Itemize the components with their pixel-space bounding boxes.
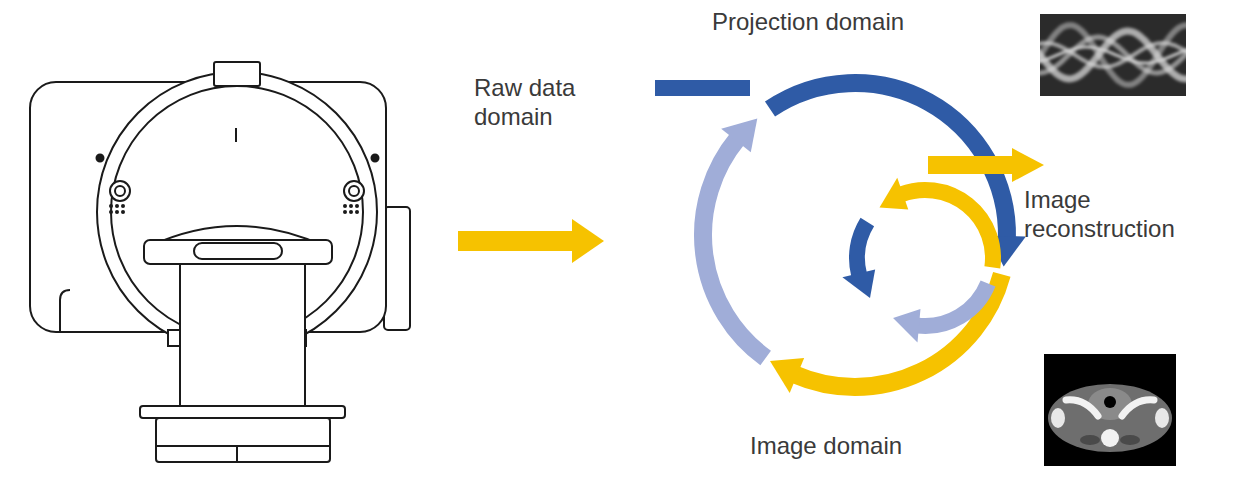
- output-arrow: [928, 148, 1044, 182]
- domain-label: Image domain: [750, 432, 970, 461]
- inner-light-arc: [893, 283, 988, 342]
- sinogram-image: [1036, 14, 1189, 96]
- domain-label: Raw data domain: [474, 74, 604, 132]
- ct-scanner: [30, 62, 410, 462]
- ct-slice-image: [1044, 354, 1176, 466]
- return-arc: [703, 119, 766, 358]
- image-domain-arc: [770, 274, 1002, 393]
- inner-yellow-arc: [879, 178, 993, 268]
- projection-arc: [770, 83, 1026, 267]
- raw-data-arrow: [458, 219, 604, 263]
- inner-dark-arc: [842, 222, 875, 298]
- domain-label: Projection domain: [712, 8, 972, 37]
- projection-stub: [655, 80, 750, 96]
- domain-label: Image reconstruction: [1024, 186, 1216, 244]
